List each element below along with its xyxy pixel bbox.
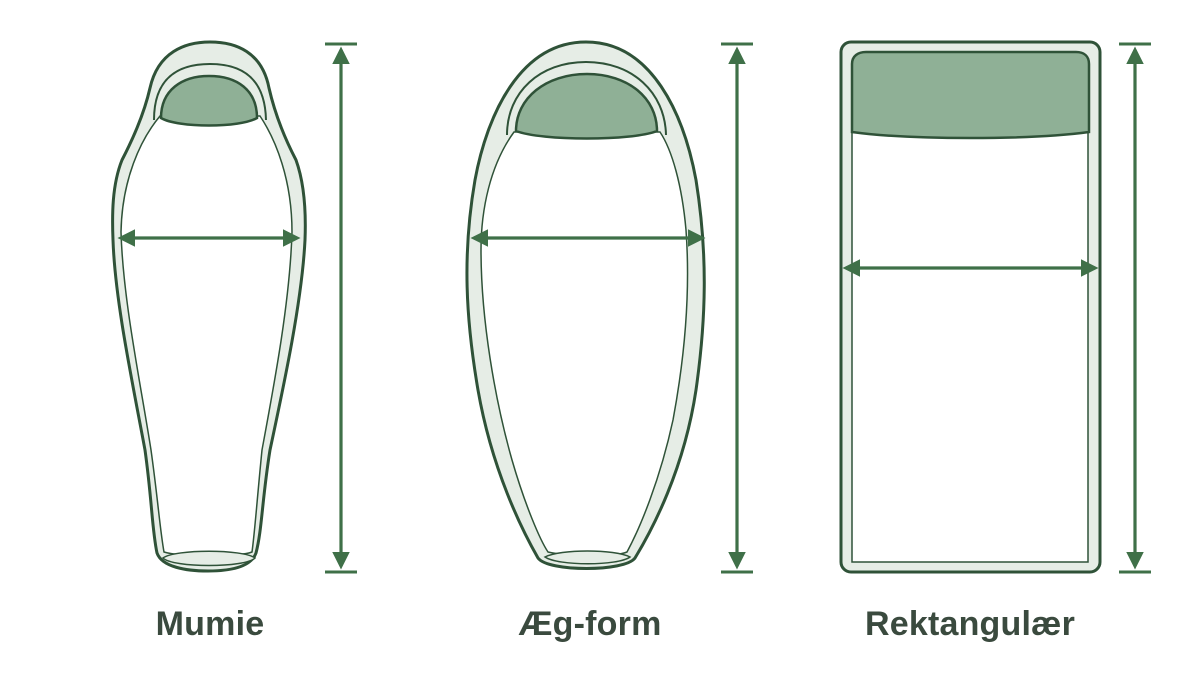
egg-hood-opening <box>514 72 659 140</box>
rectangular-label: Rektangulær <box>864 605 1076 643</box>
mummy-bag <box>111 40 307 573</box>
egg-hood-rim <box>506 60 667 136</box>
rect-bag <box>839 40 1102 574</box>
mummy-label: Mumie <box>155 605 265 643</box>
mummy-hood-opening <box>159 74 259 127</box>
egg-bag <box>465 40 706 570</box>
mummy-bag-inner <box>120 115 293 557</box>
rect-bag-inner <box>851 131 1089 563</box>
egg-foot <box>543 550 632 565</box>
egg-shape-label: Æg-form <box>518 605 662 643</box>
mummy-foot <box>161 550 257 567</box>
rect-pillow <box>850 50 1091 140</box>
mummy-hood-rim <box>153 62 267 121</box>
